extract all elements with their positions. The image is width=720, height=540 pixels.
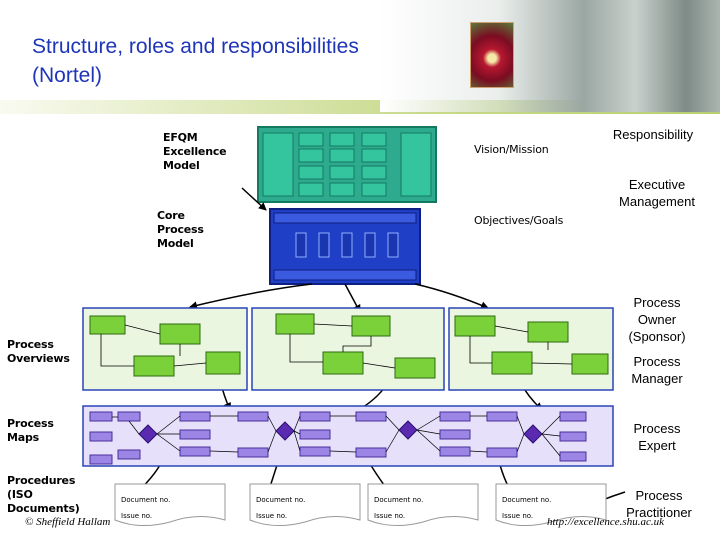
efqm-results-box — [400, 132, 432, 197]
efqm-cell — [361, 132, 387, 147]
efqm-cell — [329, 165, 355, 180]
procedures-label: Procedures (ISO Documents) — [7, 474, 80, 515]
efqm-cell — [361, 148, 387, 163]
document-number: Document no. — [121, 496, 171, 504]
efqm-cell — [329, 148, 355, 163]
issue-number: Issue no. — [121, 512, 153, 520]
process-maps-label: Process Maps — [7, 417, 54, 444]
process-overviews-label: Process Overviews — [7, 338, 70, 365]
footer-url-link[interactable]: http://excellence.shu.ac.uk — [547, 516, 664, 528]
efqm-cell — [329, 132, 355, 147]
waterfall-image — [380, 0, 720, 112]
role-process-manager: Process Manager — [631, 354, 683, 386]
overview-boxes — [89, 313, 609, 379]
core-process-label: Core Process Model — [157, 209, 204, 250]
document-number: Document no. — [256, 496, 306, 504]
page-title: Structure, roles and responsibilities (N… — [32, 35, 359, 87]
efqm-cell — [298, 182, 324, 197]
role-process-expert: Process Expert — [633, 421, 681, 453]
efqm-cell — [361, 182, 387, 197]
issue-number: Issue no. — [256, 512, 288, 520]
decision-diamond — [275, 421, 295, 441]
role-process-owner: Process Owner (Sponsor) — [628, 295, 686, 344]
efqm-cell — [298, 148, 324, 163]
document-number: Document no. — [502, 496, 552, 504]
efqm-cell — [298, 165, 324, 180]
efqm-cell — [298, 132, 324, 147]
issue-number: Issue no. — [502, 512, 534, 520]
objectives-goals-label: Objectives/Goals — [474, 214, 564, 227]
document-number: Document no. — [374, 496, 424, 504]
decision-diamond — [138, 424, 158, 444]
efqm-cell — [361, 165, 387, 180]
process-overview-panels — [82, 307, 614, 391]
process-maps-panel — [82, 405, 614, 467]
issue-number: Issue no. — [374, 512, 406, 520]
flower-image — [470, 22, 514, 88]
efqm-label: EFQM Excellence Model — [163, 131, 227, 172]
vision-mission-label: Vision/Mission — [474, 143, 549, 156]
copyright-footer: © Sheffield Hallam — [25, 516, 111, 528]
decision-diamond — [398, 420, 418, 440]
procedure-documents — [114, 483, 607, 526]
responsibility-heading: Responsibility — [612, 127, 694, 142]
efqm-cell — [329, 182, 355, 197]
role-process-practitioner: Process Practitioner — [626, 488, 692, 520]
efqm-model-graphic — [257, 126, 437, 203]
decision-diamond — [523, 424, 543, 444]
role-executive-management: Executive Management — [619, 177, 695, 209]
efqm-enablers-box — [262, 132, 294, 197]
core-process-model-graphic — [269, 208, 421, 285]
